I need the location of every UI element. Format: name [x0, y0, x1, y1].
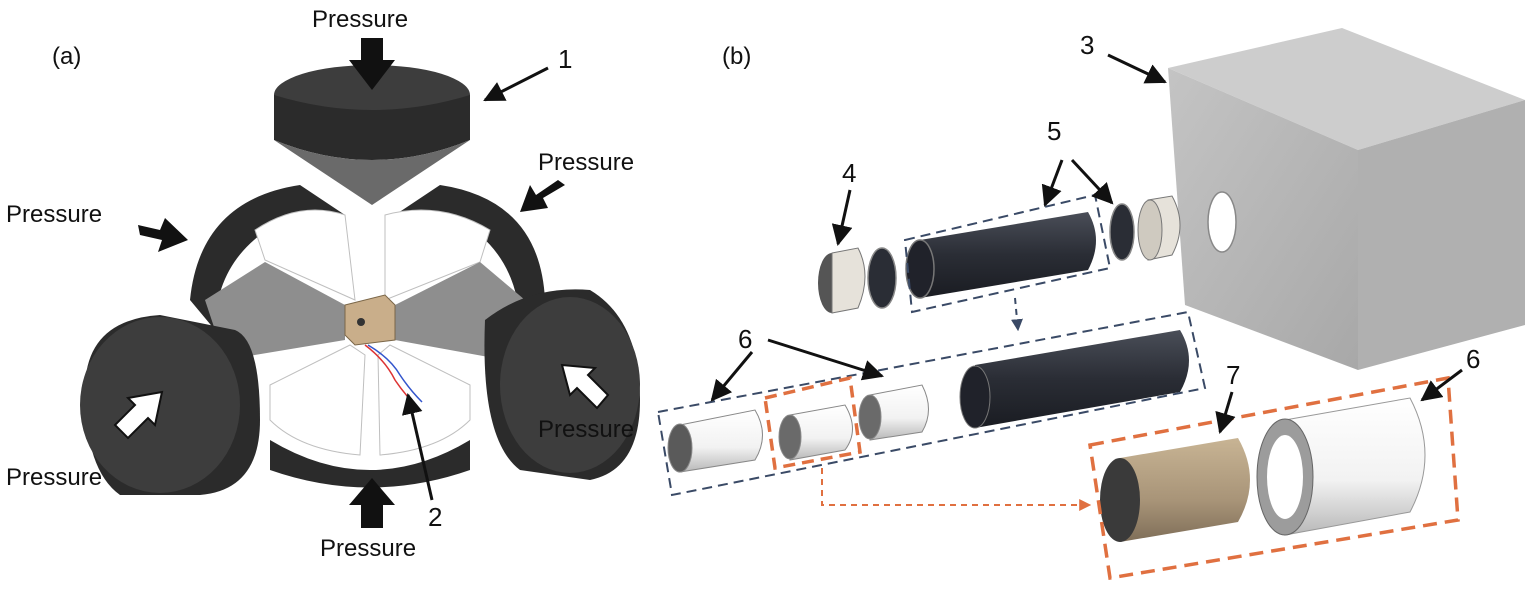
pressure-label-lower-left: Pressure: [6, 464, 102, 491]
callout-6-right-arrow: [1420, 368, 1463, 402]
steel-cap-left: [831, 247, 866, 314]
sample-hole: [357, 318, 365, 326]
small-sleeve-orange-box: [763, 375, 862, 471]
callout-3-arrow: [1107, 53, 1167, 84]
white-cylinder-2-end: [858, 394, 882, 440]
steel-cap-right-face: [1137, 199, 1163, 261]
callout-6-left-arrow-a: [710, 351, 754, 402]
detail-orange-box: [1088, 375, 1460, 581]
white-cylinder-2: [869, 384, 929, 441]
enlarged-detail: [1100, 397, 1426, 542]
callout-5-arrow-left: [1041, 159, 1064, 207]
upper-assembly-row: [818, 195, 1181, 314]
panel-a: (a): [6, 6, 640, 562]
right-face-pressure-arrow: [560, 363, 610, 410]
sleeve-dashed-box: [903, 193, 1112, 314]
pressure-label-upper-right: Pressure: [538, 149, 634, 176]
callout-7: 7: [1226, 360, 1240, 390]
pressure-medium-cube: [1168, 28, 1525, 370]
callout-1: 1: [558, 44, 572, 74]
insulating-tube-bore: [1267, 435, 1303, 519]
panel-a-label: (a): [52, 43, 81, 70]
callout-4: 4: [842, 158, 856, 188]
callout-6-left: 6: [738, 324, 752, 354]
top-anvil-body: [274, 95, 470, 160]
upper-left-wedge-face: [254, 209, 356, 301]
callout-5: 5: [1047, 116, 1061, 146]
orange-link-arrow: [821, 468, 1092, 511]
cube-front-face: [1168, 68, 1358, 370]
graphite-heater: [975, 330, 1189, 428]
lower-left-wedge-face: [269, 344, 366, 456]
upper-left-pressure-arrow: [138, 218, 188, 252]
cube-top: [1168, 28, 1525, 150]
lower-right-wedge-face: [377, 344, 471, 456]
pressure-label-lower-right: Pressure: [538, 416, 634, 443]
callout-4-arrow: [831, 189, 853, 247]
white-cylinder-1-end: [667, 423, 693, 473]
insulating-tube: [1284, 397, 1426, 536]
disc-right: [1109, 203, 1135, 261]
anvil-assembly: [80, 65, 640, 495]
sample-cylinder: [1120, 438, 1250, 542]
callout-6-right: 6: [1466, 344, 1480, 374]
graphite-heater-end: [959, 365, 991, 429]
sleeve-link-arrow: [1011, 297, 1023, 332]
bottom-pressure-arrow: [349, 478, 395, 528]
white-sleeve-small-end: [778, 414, 802, 460]
callout-5-arrow-right: [1070, 158, 1114, 205]
top-anvil-tip: [274, 140, 470, 205]
top-pressure-arrow: [349, 38, 395, 90]
panel-b-label: (b): [722, 43, 751, 70]
pressure-label-top: Pressure: [312, 6, 408, 33]
bottom-anvil: [270, 440, 470, 488]
graphite-sleeve-end: [905, 239, 935, 299]
upper-right-pressure-arrow: [520, 180, 565, 212]
pressure-label-upper-left: Pressure: [6, 201, 102, 228]
graphite-sleeve: [920, 212, 1096, 298]
callout-6-left-arrow-b: [767, 338, 885, 381]
upper-right-wedge-face: [384, 209, 491, 301]
pressure-label-bottom: Pressure: [320, 535, 416, 562]
white-sleeve-small: [789, 404, 853, 461]
callout-7-arrow: [1215, 391, 1236, 435]
left-face-pressure-arrow: [113, 390, 164, 440]
panel-b: (b) 3 4: [656, 28, 1525, 581]
sample-cube: [344, 294, 396, 346]
callout-1-arrow: [483, 66, 549, 102]
callout-2: 2: [428, 502, 442, 532]
lower-row-dashed-box: [656, 310, 1207, 497]
callout-3: 3: [1080, 30, 1094, 60]
callout-2-arrow: [401, 392, 434, 501]
white-cylinder-1: [679, 409, 763, 473]
cube-right-face: [1358, 100, 1525, 370]
sample-cylinder-end: [1100, 458, 1140, 542]
cube-bore-hole: [1207, 191, 1237, 253]
lower-assembly-row: [667, 330, 1189, 473]
disc-left: [867, 247, 897, 309]
